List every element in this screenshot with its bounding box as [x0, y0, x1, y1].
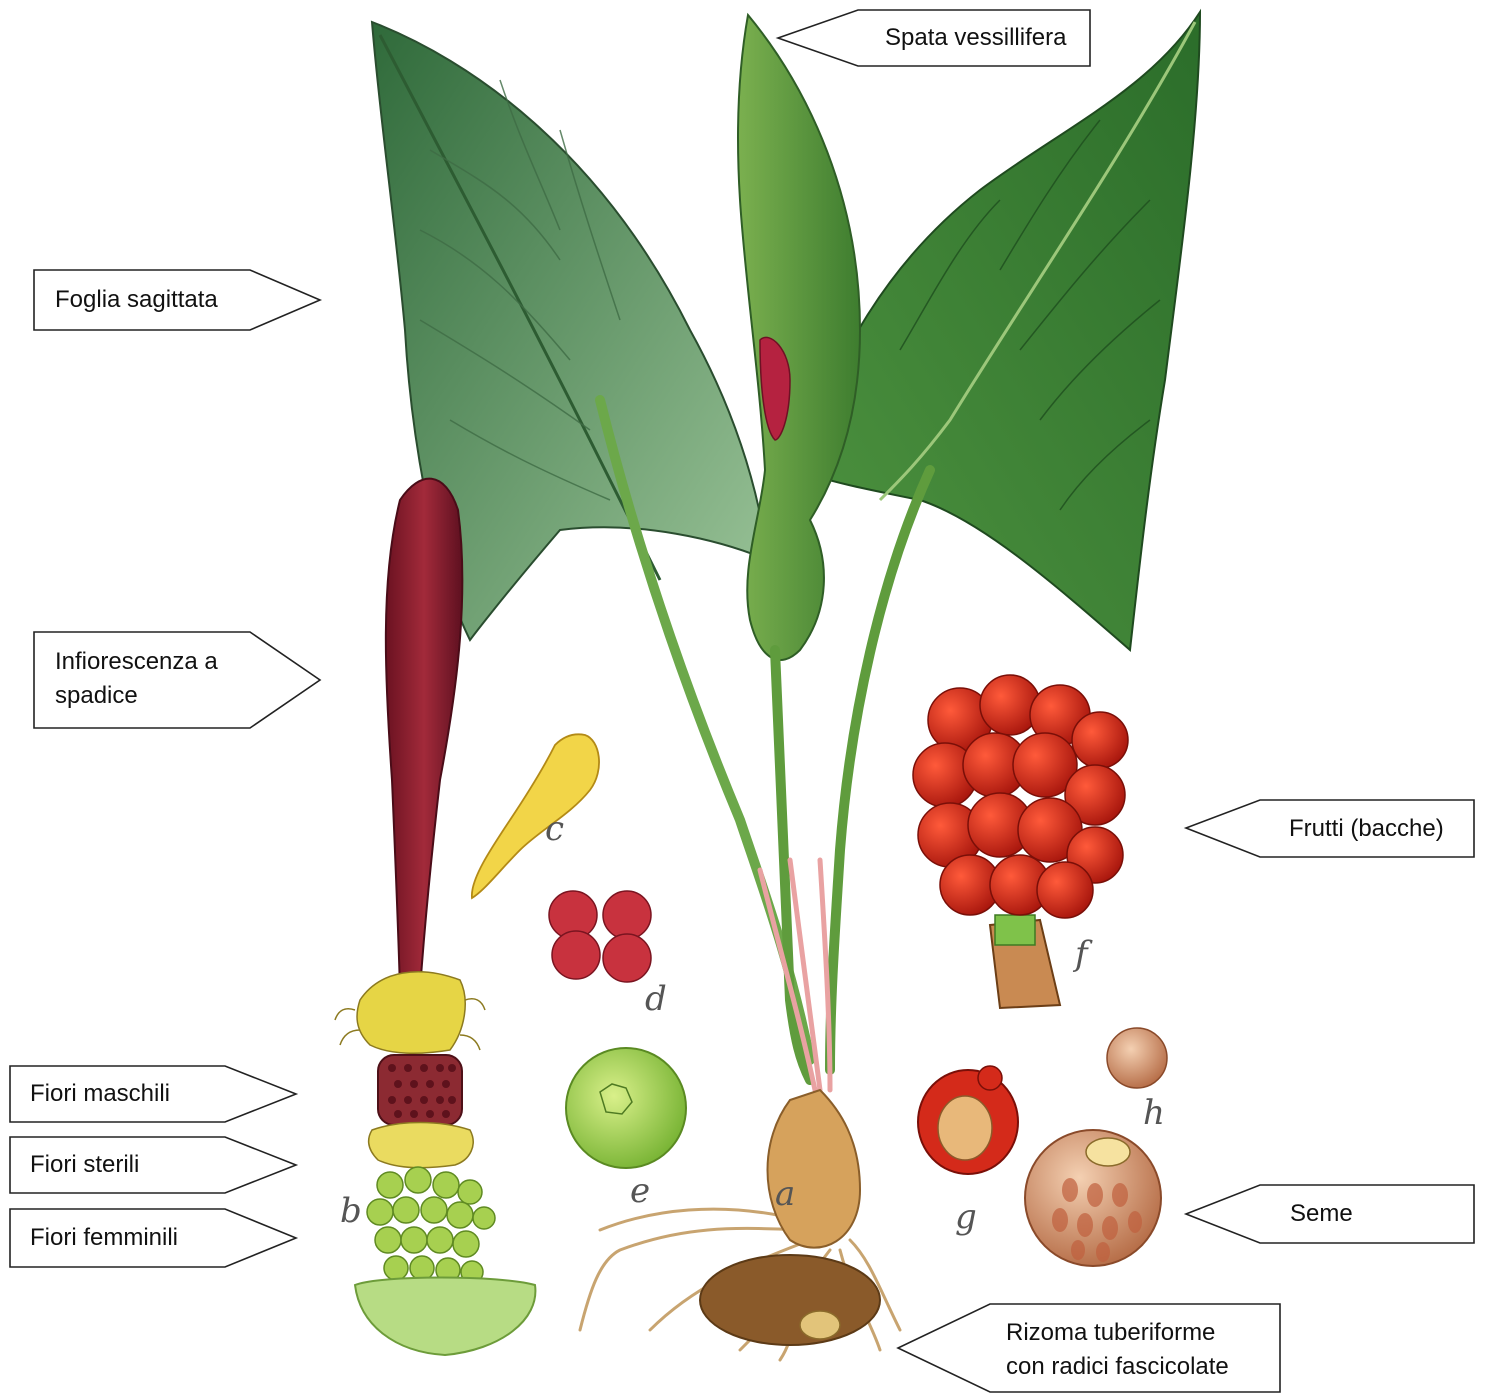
label-frutti: Frutti (bacche): [1289, 812, 1444, 846]
label-infiorescenza: Infiorescenza a spadice: [55, 645, 218, 713]
letter-d: d: [645, 979, 667, 1019]
label-foglia-sagittata: Foglia sagittata: [55, 283, 218, 317]
spathe: [738, 15, 860, 660]
label-rizoma: Rizoma tuberiforme con radici fascicolat…: [1006, 1316, 1229, 1384]
berry-section-g: [918, 1066, 1018, 1174]
sterile-flowers-lower: [369, 1123, 474, 1168]
letter-a: a: [775, 1174, 795, 1214]
letter-h: h: [1143, 1093, 1165, 1133]
label-fiori-maschili: Fiori maschili: [30, 1077, 170, 1111]
red-berries-d: [549, 891, 651, 982]
seed-large: [1025, 1130, 1161, 1266]
sterile-flowers-upper: [335, 972, 485, 1053]
letter-c: c: [545, 809, 564, 849]
fruit-cluster-f: [913, 675, 1128, 1008]
seed-h: [1107, 1028, 1167, 1088]
letter-g: g: [955, 1197, 977, 1237]
spadix-base-cup: [355, 1278, 535, 1356]
yellow-flower-c: [472, 734, 599, 898]
spadix-inflorescence: [335, 479, 535, 1355]
label-fiori-sterili: Fiori sterili: [30, 1148, 139, 1182]
letter-f: f: [1072, 934, 1093, 974]
label-fiori-femminili: Fiori femminili: [30, 1221, 178, 1255]
letter-b: b: [340, 1191, 362, 1231]
label-seme: Seme: [1290, 1197, 1353, 1231]
letter-e: e: [630, 1171, 650, 1211]
female-flowers: [367, 1167, 495, 1283]
green-berry-e: [566, 1048, 686, 1168]
label-spata-vessillifera: Spata vessillifera: [885, 21, 1066, 55]
